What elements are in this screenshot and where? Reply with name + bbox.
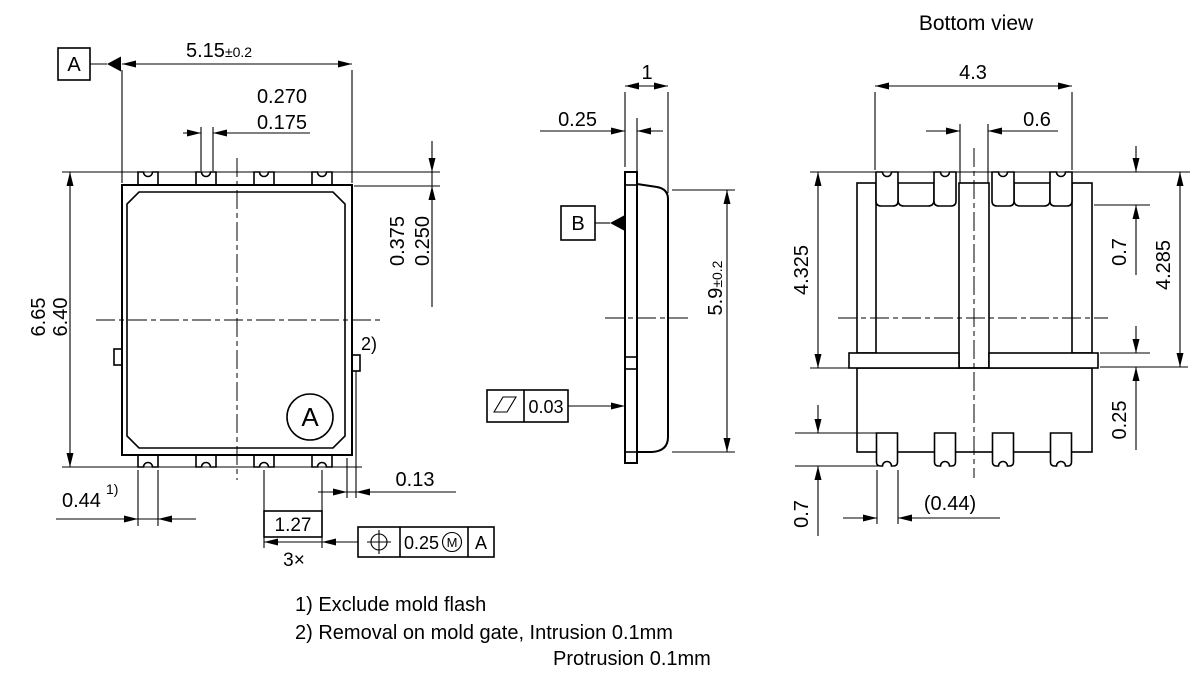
lead-top-4 [311,171,333,185]
dim-total-thickness: 1 [641,62,652,84]
lead-slot-3 [991,171,1015,207]
mmc-modifier-icon [441,531,463,553]
datum-a-label: A [67,54,81,76]
lead-top-1 [137,171,159,185]
dim-pitch-count: 3× [283,550,305,571]
front-center-lines [96,158,380,480]
lead-bottom-1 [137,455,159,468]
dim-lead-top-min: 0.175 [257,112,307,134]
datum-b: B [560,205,624,241]
dim-lead-thickness: 0.25 [558,109,597,131]
datum-b-label: B [571,213,584,235]
package-body-inner-edge [126,191,346,449]
dim-pitch: 1.27 [275,515,312,536]
fcf-tolerance: 0.25 [404,533,439,553]
position-tolerance-frame: 0.25 M A [357,526,495,558]
dim-width: 5.15±0.2 [186,40,252,62]
gate-note-ref: 2) [361,334,377,354]
flatness-symbol-icon [493,396,517,413]
dim-standoff-max: 0.375 [387,216,409,266]
flatness-tolerance-frame: 0.03 [486,389,625,423]
dim-lead-tip-ref: 1) [106,481,118,497]
side-dimensions: 1 0.25 B 0.03 5.9±0.2 [486,62,735,453]
bottom-center-lines [838,148,1108,478]
mold-gate-bump-right [351,354,361,372]
bottom-view-title: Bottom view [919,12,1034,35]
foot-strip-right [988,352,1099,369]
lead-top-2 [195,171,217,185]
side-view: 1 0.25 B 0.03 5.9±0.2 [486,62,735,464]
dim-top-clearance: 0.7 [1109,238,1131,266]
hatched-rail-left [856,182,877,354]
dim-standoff-min: 0.250 [412,216,434,266]
bottom-pad-4 [1049,432,1073,467]
bottom-pad-2 [933,432,957,467]
fcf-datum: A [475,533,487,553]
lead-slot-4 [1049,171,1073,207]
pin1-marker: A [286,393,334,441]
datum-a-triangle-icon [107,56,121,72]
front-dimensions: A 5.15±0.2 0.270 0.175 6.65 6.40 0.37 [28,40,495,571]
dim-body-h-min: 6.40 [50,298,72,337]
lead-slot-1 [875,171,899,207]
dim-lead-top-max: 0.270 [257,86,307,108]
bottom-dimensions: 4.3 0.6 4.325 0.7 (0.44) [791,62,1190,536]
hatched-segment-left [897,182,935,207]
lead-bottom-4 [311,455,333,468]
hatched-segment-right [1013,182,1051,207]
front-view: A A 5.15±0.2 0.270 0.175 6.65 6.40 [28,40,495,571]
dim-body-height: 5.9±0.2 [705,260,727,315]
mold-gate-bump-left [113,348,123,366]
lead-bottom-3 [253,455,275,468]
foot-strip-left [848,352,960,369]
dim-gate: 0.13 [396,469,435,491]
pin1-marker-label: A [301,402,319,432]
dim-pad-len-right: 4.285 [1153,240,1175,290]
pin1-marker-circle [286,393,334,441]
dim-body-h-max: 6.65 [28,298,50,337]
dim-lead-width-ref: (0.44) [924,493,976,515]
note-2: 2) Removal on mold gate, Intrusion 0.1mm [295,622,673,644]
lead-bottom-2 [195,455,217,468]
bottom-pad-1 [875,432,899,467]
dim-lead-length: 0.7 [791,500,813,528]
hatched-rail-right [1071,182,1093,354]
basic-dim-box [263,510,323,538]
note-3: Protrusion 0.1mm [553,648,711,670]
note-1: 1) Exclude mold flash [295,594,486,616]
datum-a: A [57,47,121,81]
dim-center-pad-w: 0.6 [1023,109,1051,131]
flatness-tolerance: 0.03 [528,397,563,417]
lead-top-3 [253,171,275,185]
side-body-profile [636,183,669,453]
position-symbol-icon [367,530,391,554]
fcf-frame [357,526,495,558]
dim-pad-len-left: 4.325 [791,245,813,295]
dim-lead-tip: 0.44 [62,490,101,512]
datum-b-triangle-icon [610,215,624,231]
dim-span: 4.3 [959,62,987,84]
lead-slot-2 [933,171,957,207]
bottom-view: Bottom view 4.3 [791,12,1190,536]
dim-foot-thickness: 0.25 [1109,401,1131,440]
drawing-notes: 1) Exclude mold flash 2) Removal on mold… [295,594,711,670]
bottom-pad-3 [991,432,1015,467]
fcf-modifier: M [447,535,458,550]
